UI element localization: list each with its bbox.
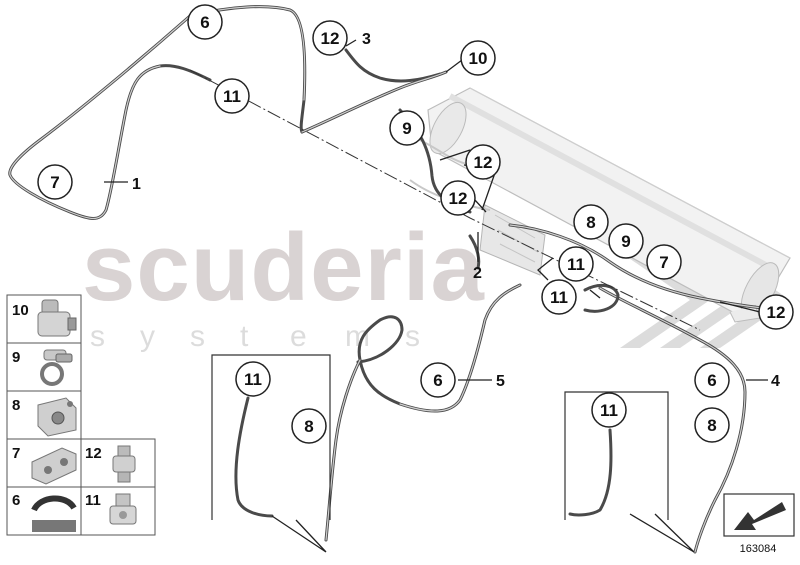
callout-12: 12 [312,20,348,56]
pipe-1 [8,5,307,220]
holder-part-icon [37,397,77,437]
lead-label-5: 5 [496,373,505,390]
callout-12: 12 [440,180,476,216]
legend-label-10: 10 [12,302,29,319]
hose-clip-part-icon [109,493,137,525]
canister [409,87,791,323]
callout-12: 12 [465,144,501,180]
callout-label: 11 [244,370,262,389]
clamp-part-icon [40,349,73,386]
legend-label-11: 11 [85,492,101,509]
callout-label: 9 [402,119,411,138]
callout-label: 11 [600,401,618,420]
lead-label-4: 4 [771,373,780,390]
lead-labels: 3 1 2 5 4 [132,31,780,390]
callout-label: 12 [474,153,493,172]
double-holder-part-icon [31,447,77,485]
callout-6: 6 [694,362,730,398]
legend-label-12: 12 [85,445,102,462]
pipe-5 [324,283,522,542]
callout-8: 8 [694,407,730,443]
parts-legend: 10 9 8 7 12 6 11 [6,294,156,536]
direction-indicator [723,493,795,537]
callout-label: 12 [767,303,786,322]
callout-label: 7 [659,253,668,272]
lead-label-3: 3 [362,31,371,48]
watermark-main: scuderia [82,214,485,321]
callout-label: 6 [200,13,209,32]
callout-8: 8 [573,204,609,240]
callout-label: 12 [449,189,468,208]
callout-6: 6 [420,362,456,398]
callout-7: 7 [646,244,682,280]
callout-10: 10 [460,40,496,76]
callout-label: 12 [321,29,340,48]
legend-label-7: 7 [12,445,20,462]
center-line [189,69,701,331]
callout-label: 8 [707,416,716,435]
callout-12: 12 [758,294,794,330]
pipe-4 [583,283,747,554]
callout-label: 6 [433,371,442,390]
callout-label: 10 [469,49,488,68]
callout-label: 8 [586,213,595,232]
inset-right [564,391,695,553]
callout-11: 11 [214,78,250,114]
callout-label: 9 [621,232,630,251]
forward-arrow-icon [734,502,786,530]
callout-label: 11 [567,255,585,274]
connector-part-icon [37,299,77,337]
lead-label-2: 2 [473,265,482,282]
legend-label-9: 9 [12,349,20,366]
callout-9: 9 [389,110,425,146]
grommet-part-icon [31,495,77,532]
legend-label-8: 8 [12,397,20,414]
callout-label: 7 [50,173,59,192]
callout-11: 11 [558,246,594,282]
diagram-reference-number: 163084 [740,543,777,555]
callout-11: 11 [235,361,271,397]
legend-label-6: 6 [12,492,20,509]
callouts: 6 12 10 11 7 9 12 12 8 9 7 11 11 12 11 6… [37,4,794,444]
inset-left [211,354,331,553]
callout-8: 8 [291,408,327,444]
callout-11: 11 [591,392,627,428]
callout-label: 8 [304,417,313,436]
callout-label: 11 [550,288,568,307]
callout-label: 11 [223,87,241,106]
callout-7: 7 [37,164,73,200]
fitting-part-icon [112,445,136,483]
callout-9: 9 [608,223,644,259]
callout-label: 6 [707,371,716,390]
callout-6: 6 [187,4,223,40]
callout-11: 11 [541,279,577,315]
lead-label-1: 1 [132,176,141,193]
